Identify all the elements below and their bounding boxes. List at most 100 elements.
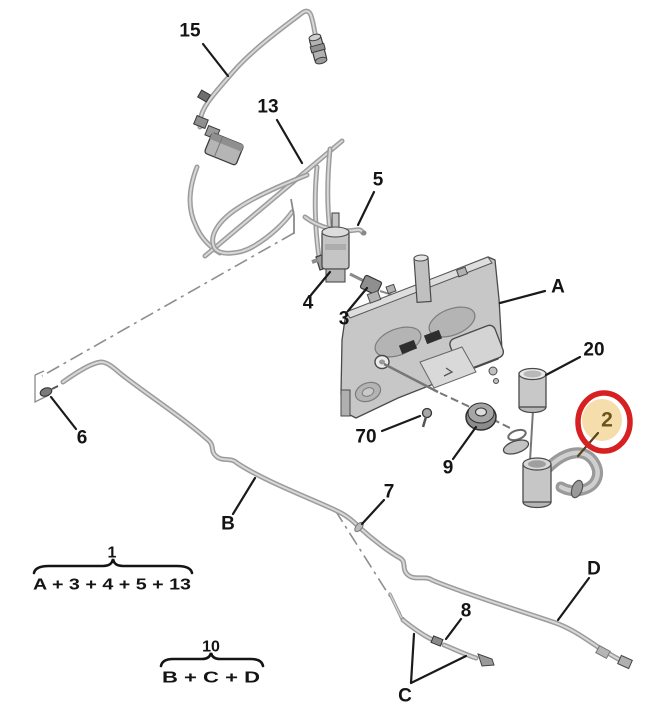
washer-jet-15 (193, 114, 244, 166)
jet-top-band (209, 132, 244, 152)
assembly-10-brace (159, 652, 265, 668)
assembly-1-result: 1 (108, 545, 117, 562)
assembly-10-formula: 10 B + C + D (159, 639, 265, 687)
part-labels: 15 13 5 4 3 A 20 70 9 6 B 7 8 C D (77, 21, 605, 705)
bracket-outline (34, 375, 50, 404)
hose-d-sleeve (595, 644, 611, 660)
part-label-4: 4 (303, 293, 314, 314)
highlight-part-2[interactable]: 2 (575, 390, 633, 458)
leader-6 (49, 395, 78, 431)
tank-mount-plate (419, 346, 477, 389)
leader-lines (49, 42, 591, 685)
part-label-d: D (587, 559, 601, 580)
rod-solid (383, 362, 439, 394)
hose-5 (305, 217, 367, 236)
hose-c-tube1-highlight (402, 619, 432, 640)
assembly-1-formula: 1 A + 3 + 4 + 5 + 13 (32, 545, 194, 594)
assembly-1-components: A + 3 + 4 + 5 + 13 (33, 577, 191, 594)
leader-13 (275, 118, 304, 165)
alignment-line-left (41, 232, 295, 377)
part-label-9: 9 (443, 458, 454, 479)
pump-top (321, 226, 350, 238)
tank-edge-tab (340, 389, 351, 417)
part-label-2: 2 (601, 409, 613, 432)
leader-a (498, 289, 547, 305)
plate-mark (443, 367, 454, 377)
elbow-clamp (570, 479, 584, 499)
neck-funnel (502, 439, 530, 455)
highlight-glow (582, 399, 622, 441)
part-label-6: 6 (77, 428, 88, 449)
connector-top (308, 33, 322, 42)
connector-tip (314, 56, 328, 65)
connector-8 (430, 635, 444, 647)
grommet-stub (311, 258, 319, 264)
tank-slot (398, 339, 418, 355)
leader-20 (544, 355, 582, 377)
tank-filler-neck (413, 254, 432, 304)
part-label-c: C (398, 686, 412, 705)
hose-13-bracket-wire (290, 198, 295, 234)
part-label-13: 13 (257, 97, 278, 118)
tank-nub-tip (493, 378, 499, 384)
part-label-b: B (221, 514, 235, 535)
leader-7 (360, 498, 386, 526)
assembly-10-components: B + C + D (162, 670, 260, 687)
part-label-15: 15 (179, 21, 201, 42)
neck-opening (413, 254, 429, 262)
tank-nub (488, 366, 498, 376)
hose-c-tube2-highlight (443, 644, 477, 659)
grommet-hole (475, 407, 487, 417)
leader-c-left (409, 632, 416, 685)
part-label-5: 5 (373, 170, 384, 191)
leader-9 (451, 425, 478, 461)
leader-70 (380, 414, 422, 433)
leader-d (556, 576, 591, 622)
leader-15 (201, 42, 230, 78)
leader-4 (309, 270, 332, 297)
jet-seam (213, 136, 224, 158)
reservoir-tank-a (340, 254, 505, 419)
hose-loop-13 (205, 141, 342, 257)
assembly-10-result: 10 (202, 639, 220, 656)
hose-c-assembly (388, 592, 495, 667)
hose-d-endcap (617, 654, 633, 670)
jet-clip (193, 114, 209, 130)
leader-5 (356, 190, 376, 227)
assembly-1-brace (32, 558, 194, 575)
part-label-20: 20 (583, 340, 604, 361)
sensor-hole-inner (379, 359, 385, 365)
connector-6 (34, 370, 59, 404)
leader-3 (346, 286, 369, 313)
cap-20 (518, 367, 547, 414)
cap-to-neck-line (529, 409, 534, 462)
hose-c-lead-highlight (389, 593, 403, 620)
part-label-3: 3 (339, 309, 350, 330)
bracket-edge (34, 370, 45, 376)
tank-recess (428, 306, 476, 338)
neck-top-inner (528, 460, 546, 468)
part-label-8: 8 (461, 601, 472, 622)
rod-dash1 (439, 392, 471, 408)
filler-neck-2 (502, 428, 598, 509)
top-connector-15 (308, 33, 328, 65)
connector-6-tip (51, 385, 59, 390)
tank-slot (423, 329, 443, 345)
hose-5-end (361, 230, 367, 236)
tank-clip (366, 290, 382, 304)
hose-clip-icon (196, 89, 212, 103)
leader-c-right (409, 654, 468, 685)
leader-8 (444, 617, 463, 641)
part-label-7: 7 (384, 482, 395, 503)
connector-6-body (39, 387, 53, 397)
grommet-9 (465, 402, 497, 431)
neck-tube (413, 256, 432, 304)
part-label-a: A (551, 277, 565, 298)
pump-base (325, 268, 346, 283)
highlight-ring (575, 390, 633, 454)
pump-outlet (349, 272, 365, 283)
tank-clip (455, 266, 469, 278)
tank-clip (385, 283, 397, 295)
neck-seal-ring (507, 428, 527, 442)
jet-nozzle-c (477, 653, 495, 667)
